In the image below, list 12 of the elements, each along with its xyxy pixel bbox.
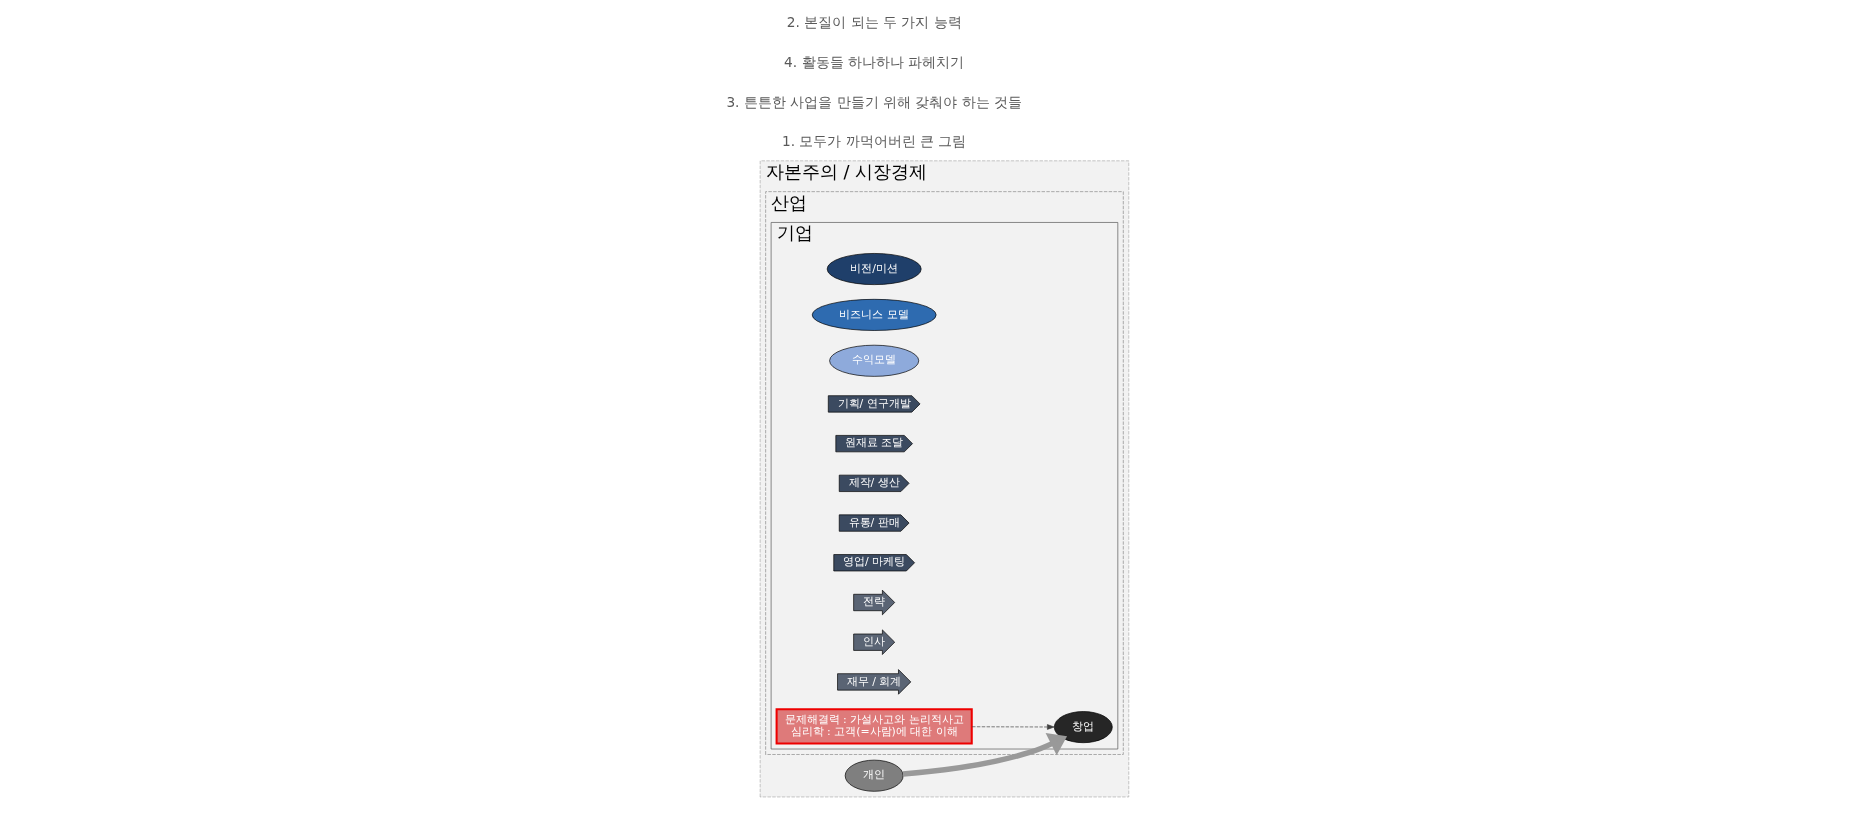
arrow: [902, 732, 1067, 777]
node-ellipse: 창업: [1053, 711, 1113, 744]
label: 4. 활동들 하나하나 파헤치기: [783, 54, 964, 71]
node-ellipse: 수익모델: [828, 344, 919, 377]
node-ellipse: 개인: [844, 759, 903, 792]
label: 1. 모두가 까먹어버린 큰 그림: [781, 133, 966, 150]
node-ellipse: 비즈니스 모델: [811, 299, 936, 331]
node-ellipse: 비전/미션: [826, 253, 922, 285]
node-box: 문제해결력 : 가설사고와 논리적사고 심리학 : 고객(=사람)에 대한 이해: [775, 708, 973, 745]
arrow: [971, 724, 1055, 730]
label: 2. 본질이 되는 두 가지 능력: [786, 14, 962, 31]
label: 3. 튼튼한 사업을 만들기 위해 갖춰야 하는 것들: [725, 93, 1022, 110]
